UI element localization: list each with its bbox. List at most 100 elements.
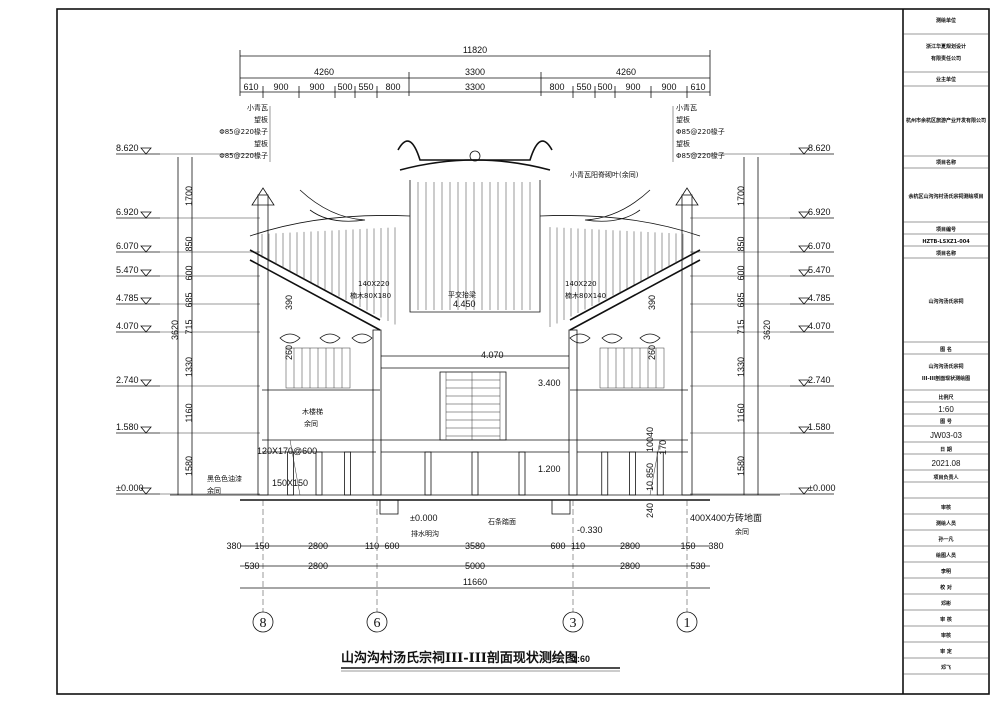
note-d170: 170 (658, 440, 668, 455)
note-paint2: 余同 (207, 486, 221, 495)
note-d240: 240 (645, 503, 655, 518)
tb-scale: 1:60 (938, 405, 954, 414)
level-label-left: ±0.000 (116, 483, 143, 493)
dim-bot-row2-4: 530 (690, 561, 705, 571)
note-ridge: 小青瓦阳脊砌叶(余同) (570, 170, 639, 179)
vdim-l-4: 715 (184, 319, 194, 334)
note-beam-right2: 楠木80X140 (565, 291, 606, 300)
note-d390b: 390 (647, 295, 657, 310)
tb-row-7: 邓彬 (940, 600, 951, 607)
note-d260a: 260 (284, 345, 294, 360)
level-triangle-left (140, 379, 152, 387)
tb-sub-label: 项目名称 (936, 250, 956, 257)
level-triangle-left (140, 245, 152, 253)
note-roof-l-2: Φ85@220椽子 (219, 127, 268, 136)
note-paint: 黑色色油漆 (207, 474, 242, 483)
note-ground: ±0.000 (410, 513, 437, 523)
level-label-right: 8.620 (808, 143, 831, 153)
note-roof-l-0: 小青瓦 (247, 103, 268, 112)
vdim-r-5: 1330 (736, 357, 746, 377)
note-roof-r-3: 望板 (676, 139, 690, 148)
vdim-r-2: 600 (736, 265, 746, 280)
vdim-r-3: 685 (736, 292, 746, 307)
note-d40: 40 (645, 427, 655, 437)
level-triangle-right (798, 269, 810, 277)
dim-bot-row2-0: 530 (244, 561, 259, 571)
note-stair2: 余同 (304, 419, 318, 428)
level-label-left: 8.620 (116, 143, 139, 153)
vdim-l-6: 1160 (184, 403, 194, 422)
level-triangle-left (140, 325, 152, 333)
axis-bubble-3 (562, 611, 584, 633)
note-roof-l-4: Φ85@220椽子 (219, 151, 268, 160)
tb-row-0: 项目负责人 (933, 474, 959, 481)
level-triangle-left (140, 487, 152, 495)
dim-top-row3-10: 900 (625, 82, 640, 92)
level-triangle-right (798, 211, 810, 219)
dim-bot-row1-0: 380 (226, 541, 241, 551)
note-d390a: 390 (284, 295, 294, 310)
tb-row-9: 审核 (941, 632, 951, 639)
dim-bot-row2-1: 2800 (308, 561, 328, 571)
vdim-l-7: 1580 (184, 456, 194, 476)
tb-drawing-line1: 山沟沟汤氏宗祠 (928, 363, 963, 370)
tb-row-11: 邓飞 (940, 664, 951, 671)
tb-drawing-label: 图 名 (940, 346, 952, 353)
level-triangle-right (798, 245, 810, 253)
dim-bot-total: 11660 (463, 577, 487, 587)
axis-bubble-1 (676, 611, 698, 633)
tb-project-no-label: 项目编号 (936, 226, 956, 233)
level-triangle-right (798, 487, 810, 495)
tb-design-unit-line2: 有限责任公司 (931, 55, 961, 62)
dim-bot-row1-10: 380 (708, 541, 723, 551)
levels-left: 8.6206.9206.0705.4704.7854.0702.7401.580… (116, 143, 260, 495)
note-post: 150X150 (272, 478, 308, 488)
dim-top-row3-11: 900 (661, 82, 676, 92)
level-triangle-right (798, 379, 810, 387)
dim-bot-row1-2: 2800 (308, 541, 328, 551)
note-mid-lvl: 4.450 (453, 299, 476, 309)
level-triangle-left (140, 269, 152, 277)
dim-top-row3-1: 900 (273, 82, 288, 92)
dim-top-row3-9: 500 (597, 82, 612, 92)
dim-top-row3-0: 610 (243, 82, 258, 92)
level-triangle-left (140, 297, 152, 305)
vdim-r-1: 850 (736, 236, 746, 251)
dim-top-row3-7: 800 (549, 82, 564, 92)
level-label-left: 5.470 (116, 265, 139, 275)
axis-bubble-6 (366, 611, 388, 633)
level-label-left: 4.070 (116, 321, 139, 331)
title-block: 测绘单位 浙江华夏规划设计 有限责任公司 业主单位 杭州市余杭区旅游产业开发有限… (903, 17, 989, 675)
note-roof-r-1: 望板 (676, 115, 690, 124)
levels-right: 8.6206.9206.0705.4704.7854.0702.7401.580… (690, 143, 835, 495)
tb-row-10: 审 定 (940, 648, 952, 655)
dim-top-row2-1: 3300 (465, 67, 485, 77)
vdim-l-2: 600 (184, 265, 194, 280)
note-drain: 排水明沟 (411, 529, 439, 538)
vdim-r-total: 3620 (762, 320, 772, 340)
level-triangle-left (140, 147, 152, 155)
note-roof-r-2: Φ85@220椽子 (676, 127, 725, 136)
level-label-right: 5.470 (808, 265, 831, 275)
note-d260b: 260 (647, 345, 657, 360)
dim-bot-row1-6: 600 (550, 541, 565, 551)
dim-bot-row1-7: 110 (571, 541, 585, 551)
dim-top-row3-6: 3300 (465, 82, 485, 92)
tb-project-label: 项目名称 (936, 159, 956, 166)
vdim-l-0: 1700 (184, 186, 194, 206)
dim-top-row2-2: 4260 (616, 67, 636, 77)
tb-row-1: 审核 (941, 504, 951, 511)
dim-top-row3-4: 550 (358, 82, 373, 92)
vdim-r-6: 1160 (736, 403, 746, 422)
level-label-right: ±0.000 (808, 483, 835, 493)
dim-bot-row1-9: 150 (680, 541, 695, 551)
level-triangle-right (798, 325, 810, 333)
bottom-dimensions: 380 150 2800 110 600 3580 600 110 2800 1… (226, 541, 724, 589)
vdim-l-5: 1330 (184, 357, 194, 377)
tb-row-2: 测绘人员 (936, 520, 956, 527)
vertical-dimensions: 1700 850 600 685 715 1330 1160 1580 3620… (170, 157, 772, 495)
vdim-l-3: 685 (184, 292, 194, 307)
level-label-right: 2.740 (808, 375, 831, 385)
note-d100: 100 (645, 437, 655, 452)
tb-row-6: 校 对 (940, 584, 952, 591)
